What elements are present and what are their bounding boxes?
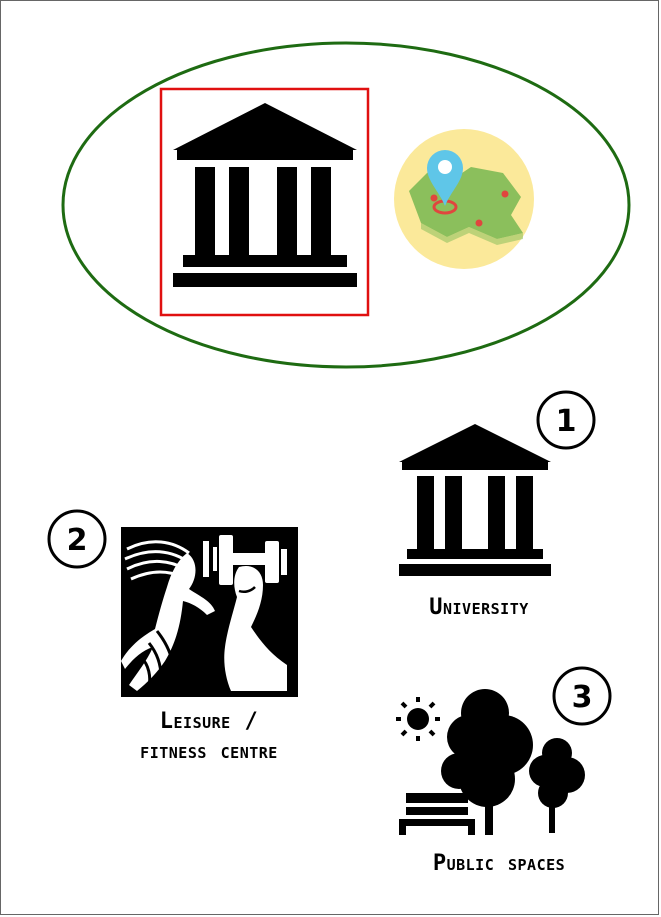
park-bench-trees-icon bbox=[396, 689, 585, 835]
university-building-icon bbox=[173, 103, 357, 287]
fitness-label-line1: Leisure / bbox=[159, 709, 259, 734]
badge-3: 3 bbox=[552, 666, 612, 726]
fitness-runner-icon bbox=[121, 527, 298, 697]
university-label: University bbox=[429, 595, 529, 620]
badge-3-number: 3 bbox=[572, 680, 593, 715]
badge-2-number: 2 bbox=[67, 523, 88, 558]
map-location-icon bbox=[394, 129, 534, 269]
group-ellipse bbox=[61, 41, 631, 369]
highlight-box bbox=[159, 87, 370, 317]
badge-1: 1 bbox=[536, 390, 596, 450]
fitness-label-line2: fitness centre bbox=[140, 739, 278, 764]
public-spaces-label: Public spaces bbox=[432, 851, 566, 876]
badge-1-number: 1 bbox=[556, 404, 577, 439]
badge-2: 2 bbox=[47, 509, 107, 569]
university-building-icon bbox=[399, 424, 551, 576]
